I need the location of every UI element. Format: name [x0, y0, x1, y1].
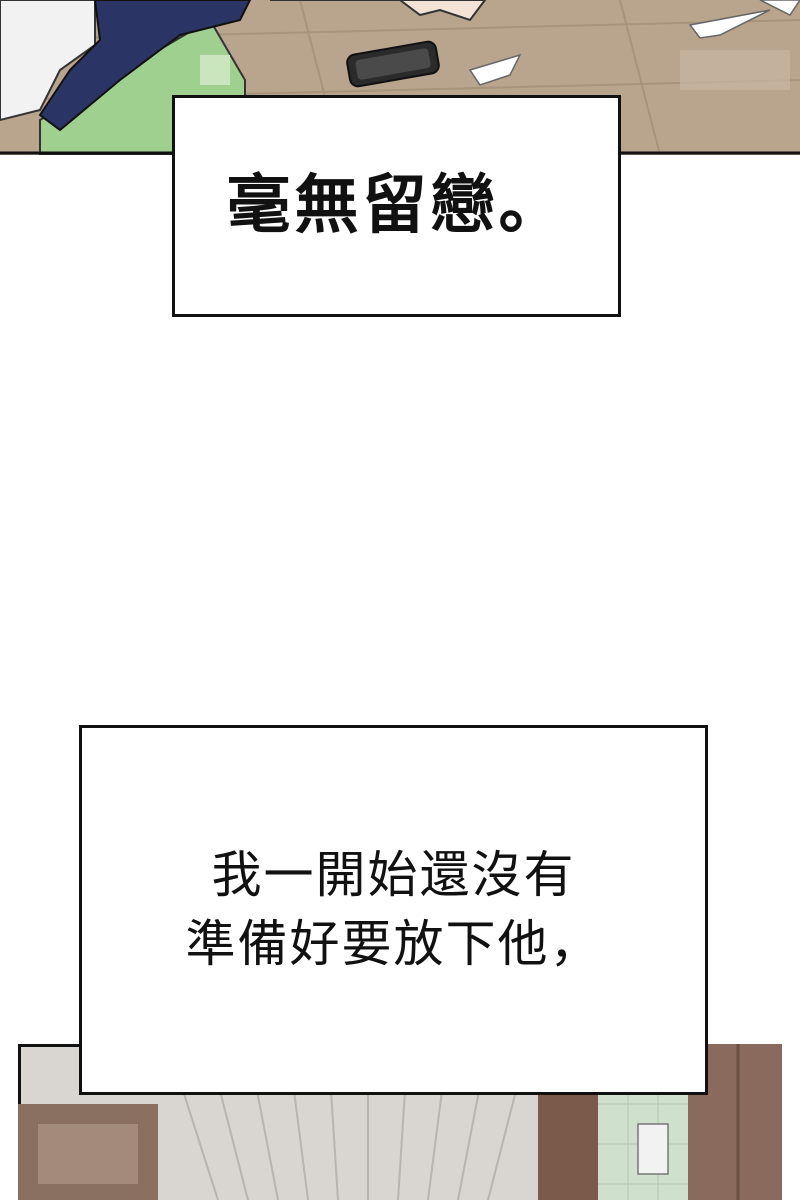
floor-highlight	[680, 50, 790, 90]
caption-2-line-1: 我一開始還沒有	[211, 846, 576, 904]
feet	[270, 0, 487, 22]
paper-scrap-2	[688, 9, 771, 39]
caption-box-1: 毫無留戀。	[172, 95, 621, 317]
green-box-highlight	[200, 55, 230, 85]
paper-scrap-3	[759, 0, 800, 16]
paper-scrap-1	[468, 53, 522, 86]
caption-text-2: 我一開始還沒有 準備好要放下他，	[186, 841, 602, 979]
caption-box-2: 我一開始還沒有 準備好要放下他，	[79, 725, 708, 1095]
caption-2-line-2: 準備好要放下他，	[185, 915, 602, 973]
caption-1-line-1: 毫無留戀。	[226, 168, 567, 243]
caption-text-1: 毫無留戀。	[226, 168, 567, 243]
left-cabinet-panel	[38, 1124, 138, 1184]
towel-rack	[637, 1123, 669, 1175]
navy-blanket	[38, 0, 252, 132]
phone-icon	[346, 40, 440, 88]
white-sheet	[0, 0, 96, 122]
